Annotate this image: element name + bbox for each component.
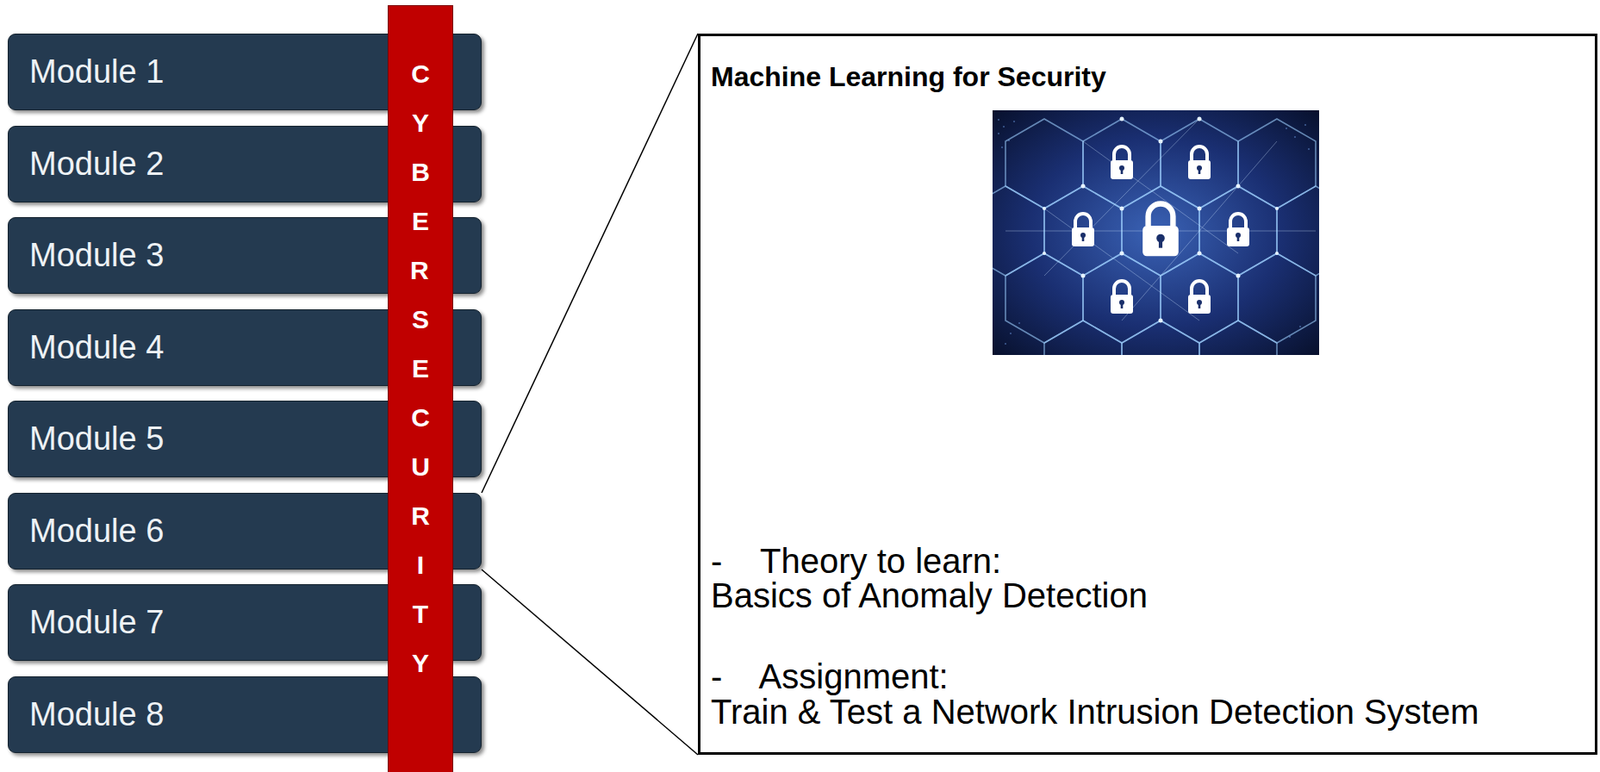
- hex-cell: [1160, 118, 1239, 209]
- module-label: Module 8: [8, 696, 164, 734]
- bullet-text: Basics of Anomaly Detection: [710, 574, 1148, 617]
- zoom-connector: [481, 33, 698, 755]
- bullet-heading: - Theory to learn:: [710, 540, 1002, 582]
- hex-cell: [1160, 253, 1239, 343]
- module-label: Module 6: [8, 512, 164, 550]
- bullet-heading: - Assignment:: [710, 655, 949, 698]
- module-label: Module 2: [8, 145, 164, 183]
- module-label: Module 5: [8, 420, 164, 458]
- hex-cell: [1121, 320, 1200, 355]
- hex-cell: [1083, 253, 1161, 343]
- bullet-text: Train & Test a Network Intrusion Detecti…: [710, 691, 1479, 733]
- hex-cell: [1083, 118, 1161, 209]
- illustration-ground: [992, 110, 1320, 355]
- hex-grid: [992, 118, 1320, 355]
- hex-cell: [1005, 253, 1084, 343]
- lock-icon: [1110, 280, 1134, 314]
- band-label: CYBER SECURITY: [410, 49, 431, 688]
- network-lines: [1005, 118, 1316, 321]
- lock-icons: [1071, 146, 1250, 314]
- module-label: Module 4: [8, 329, 164, 367]
- module-label: Module 1: [8, 53, 164, 91]
- zoom-line: [481, 33, 698, 493]
- hex-cell: [1044, 320, 1122, 355]
- hex-cell: [1005, 118, 1084, 209]
- lock-icon: [1071, 213, 1095, 247]
- lock-icon: [1188, 280, 1211, 314]
- lock-icon: [1188, 146, 1211, 180]
- vertical-band: CYBER SECURITY: [387, 5, 454, 772]
- hex-cell: [1238, 253, 1316, 343]
- module-label: Module 3: [8, 236, 164, 274]
- node-dots: [1042, 117, 1279, 324]
- panel-title: Machine Learning for Security: [710, 60, 1107, 94]
- hex-cell: [1199, 320, 1277, 355]
- security-illustration: [992, 110, 1320, 355]
- module-label: Module 7: [8, 603, 164, 642]
- hex-cell: [1238, 118, 1316, 209]
- detail-panel: Machine Learning for Security - Theory to…: [697, 33, 1598, 755]
- lock-icon: [1110, 146, 1134, 180]
- zoom-line: [481, 569, 698, 755]
- lock-icon-large: [1142, 204, 1179, 257]
- lock-icon: [1226, 213, 1250, 247]
